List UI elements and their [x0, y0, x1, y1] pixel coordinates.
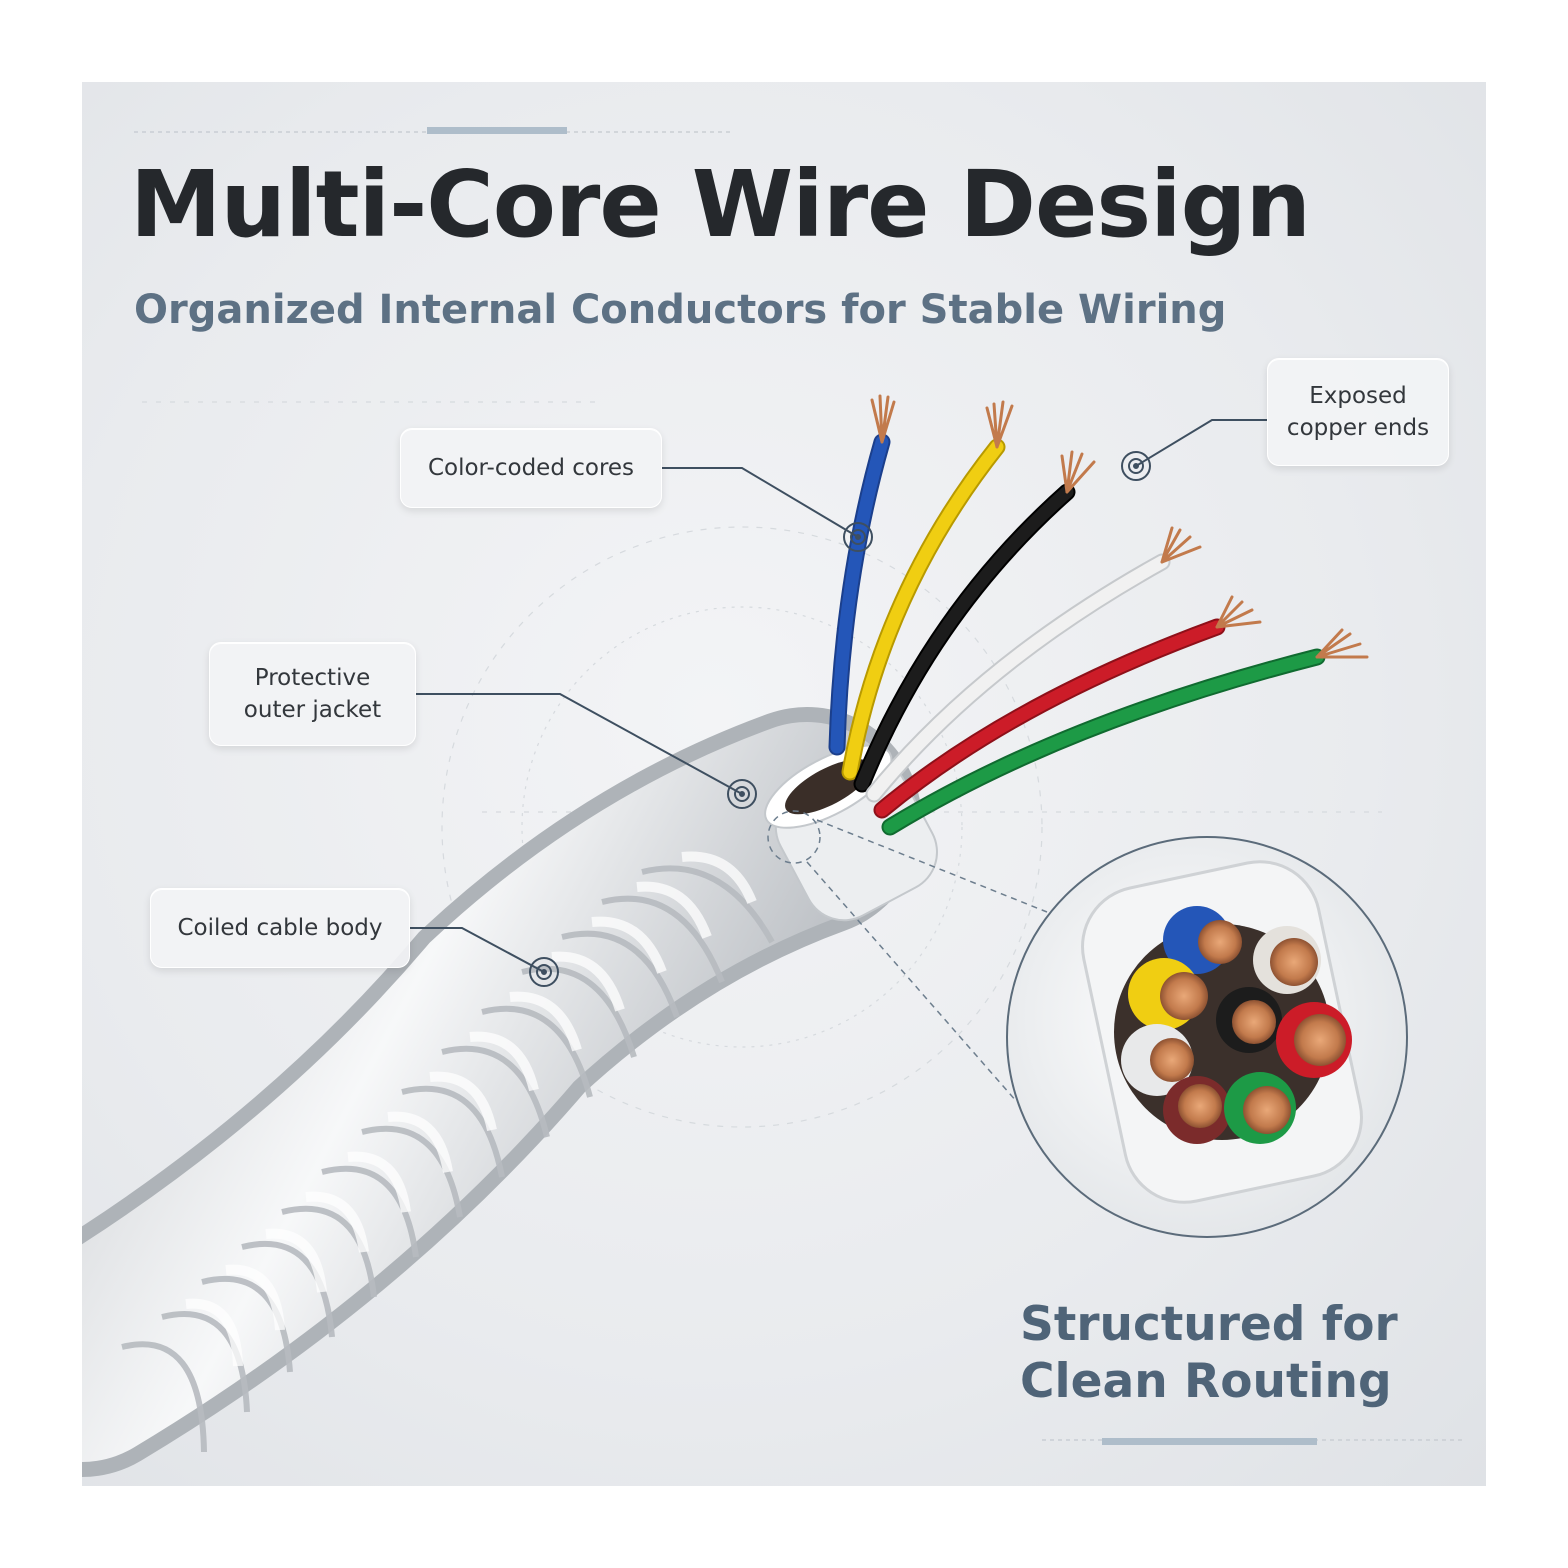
callout-label: Exposed copper ends — [1286, 382, 1430, 441]
footer-rule — [1042, 1438, 1462, 1445]
target-icon — [843, 522, 873, 552]
target-icon — [1121, 451, 1151, 481]
core-black — [1216, 987, 1282, 1053]
coiled-cable — [82, 707, 938, 1477]
callout-label: Coiled cable body — [177, 914, 383, 941]
copper-ends — [870, 394, 1369, 659]
header-rule — [134, 127, 732, 134]
wire-bundle — [828, 394, 1369, 836]
core-maroon — [1163, 1076, 1231, 1144]
callout-color-coded-cores: Color-coded cores — [400, 428, 662, 508]
callout-exposed-copper-ends: Exposed copper ends — [1267, 358, 1449, 466]
page-subtitle: Organized Internal Conductors for Stable… — [134, 287, 1227, 333]
core-green — [1224, 1072, 1296, 1144]
zoom-guides — [767, 810, 1048, 1103]
core-white-2 — [1121, 1024, 1194, 1096]
core-yellow — [1128, 958, 1208, 1030]
target-icon — [727, 779, 757, 809]
cross-section-magnifier — [1006, 836, 1408, 1238]
target-markers — [529, 451, 1151, 987]
cable-illustration — [82, 127, 1462, 1477]
page-title: Multi-Core Wire Design — [130, 151, 1311, 258]
core-red — [1276, 1002, 1352, 1078]
leader-lines — [410, 419, 1267, 973]
callout-label: Color-coded cores — [427, 454, 635, 481]
tagline: Structured for Clean Routing — [1020, 1296, 1398, 1411]
target-icon — [529, 957, 559, 987]
core-blue — [1163, 906, 1242, 974]
product-panel: Multi-Core Wire Design Organized Interna… — [82, 82, 1486, 1486]
callout-protective-outer-jacket: Protective outer jacket — [209, 642, 416, 746]
tagline-line-2: Clean Routing — [1020, 1354, 1392, 1410]
core-white-1 — [1253, 926, 1321, 994]
callout-coiled-cable-body: Coiled cable body — [150, 888, 410, 968]
callout-label: Protective outer jacket — [243, 664, 382, 723]
tagline-line-1: Structured for — [1020, 1297, 1398, 1352]
